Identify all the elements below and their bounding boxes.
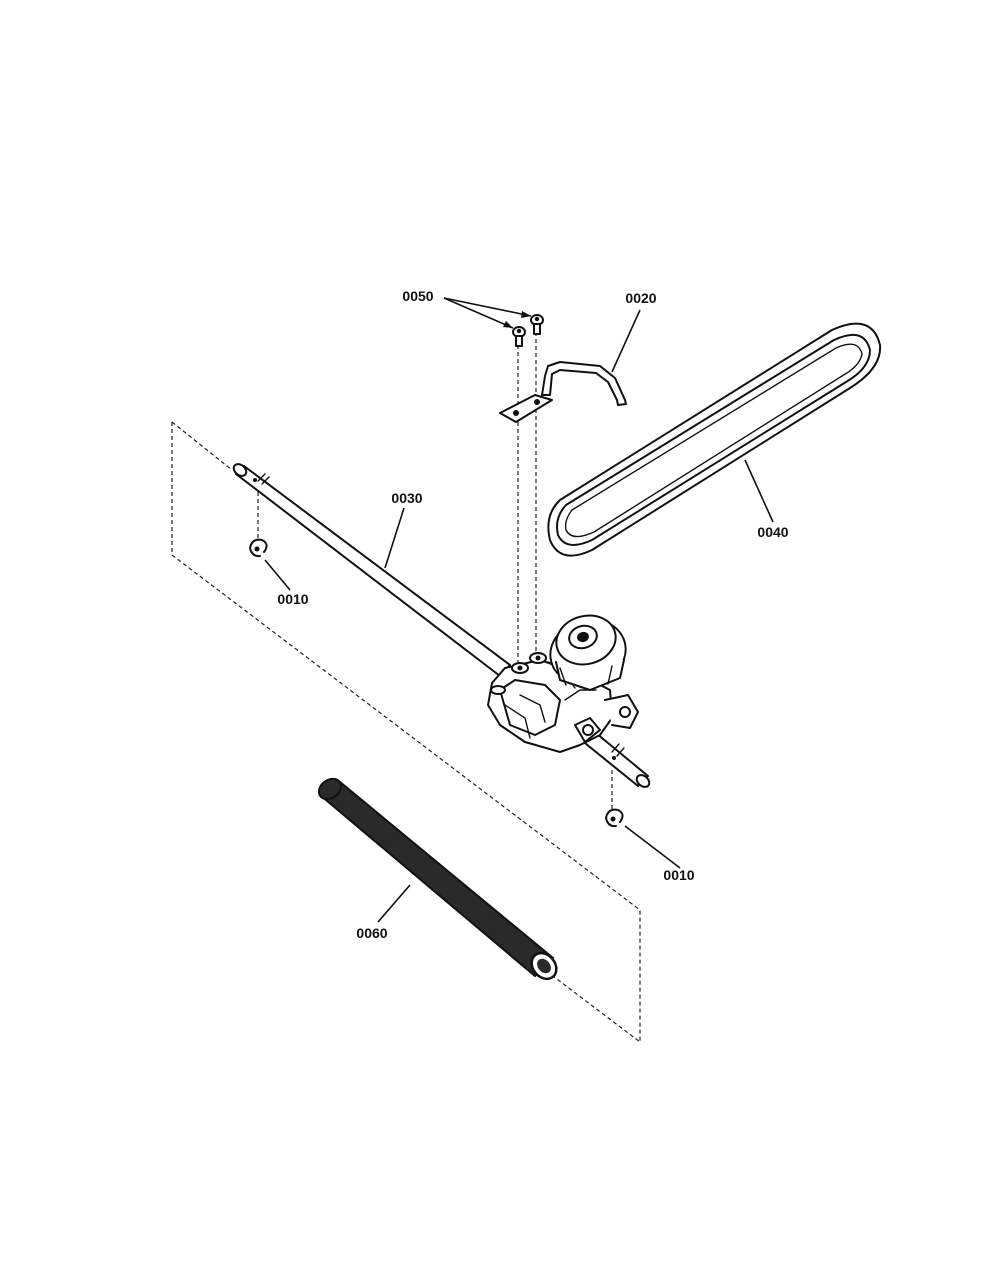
assembly-dashed-outline <box>171 332 641 1044</box>
part-0040-belt <box>547 322 882 557</box>
part-0030-shaft <box>232 463 511 677</box>
callout-0010-right: 0010 <box>663 867 694 883</box>
leader-arrowheads <box>503 311 531 328</box>
leader-lines <box>264 297 774 923</box>
callout-0060: 0060 <box>356 925 387 941</box>
callout-0010-left: 0010 <box>277 591 308 607</box>
part-0010-clip-right <box>605 808 624 828</box>
part-0020-lever <box>499 361 627 423</box>
output-shaft-right <box>574 723 651 788</box>
part-0060-grip-tube <box>317 777 558 981</box>
callout-0050: 0050 <box>402 288 433 304</box>
callout-0040: 0040 <box>757 524 788 540</box>
callout-0030: 0030 <box>391 490 422 506</box>
part-0050-screws <box>512 314 544 347</box>
callout-0020: 0020 <box>625 290 656 306</box>
drive-pulley <box>549 614 627 691</box>
part-0010-clip-left <box>249 538 268 558</box>
